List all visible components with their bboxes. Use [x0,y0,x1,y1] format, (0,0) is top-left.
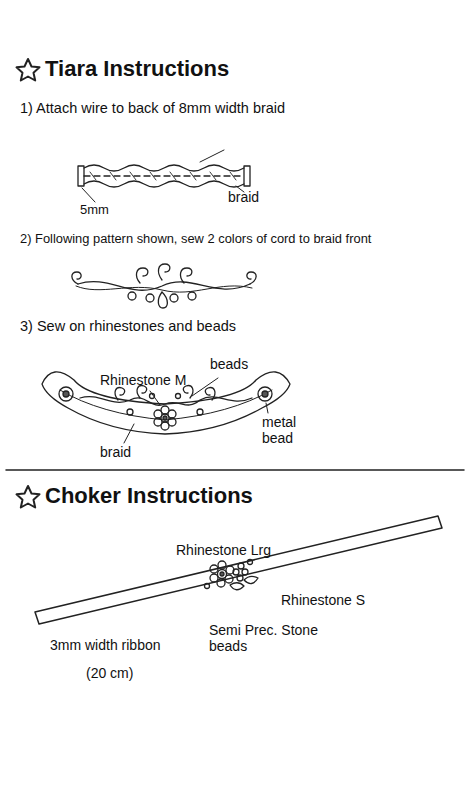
rhinestone-flower [154,406,176,430]
part-label: (20 cm) [86,665,133,681]
section-heading: Tiara Instructions [45,56,229,81]
braid-with-wire [78,150,250,202]
dimension-label: 5mm [80,203,109,218]
section-heading: Choker Instructions [45,483,253,508]
divider-line [6,469,464,471]
rhinestone-cluster [205,560,259,590]
part-label: Rhinestone Lrg [176,542,271,558]
tiara [42,372,290,443]
part-label: braid [100,444,131,460]
part-label: metal bead [262,414,308,446]
star-symbol [17,486,40,508]
part-label: beads [210,356,248,372]
step-text: 1) Attach wire to back of 8mm width brai… [20,100,460,117]
choker [35,516,442,624]
part-label: braid [228,189,259,205]
step-text: 3) Sew on rhinestones and beads [20,318,460,335]
step-text: 2) Following pattern shown, sew 2 colors… [20,232,466,247]
star-symbol [17,59,40,81]
part-label: Semi Prec. Stone beads [209,622,327,654]
part-label: Rhinestone M [100,372,186,388]
part-label: 3mm width ribbon [50,637,161,653]
cord-pattern [72,264,256,308]
part-label: Rhinestone S [281,592,365,608]
